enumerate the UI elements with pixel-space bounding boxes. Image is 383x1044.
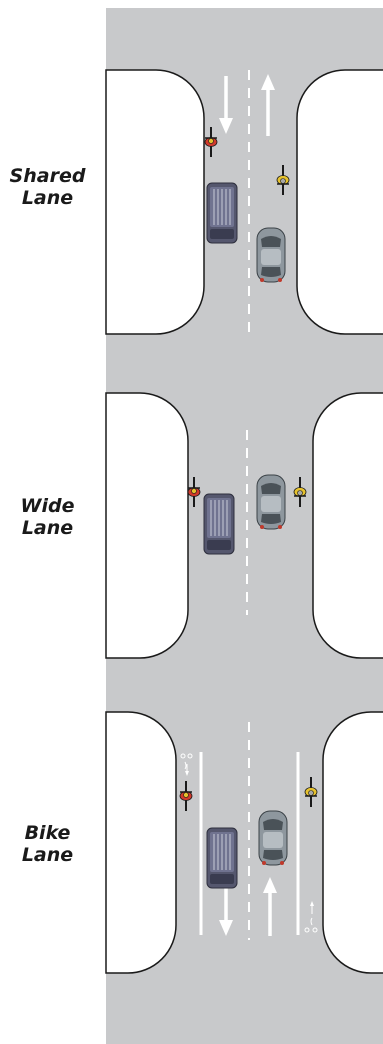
wide-lane-section — [105, 392, 383, 659]
bike-lane-arrow-down — [185, 764, 189, 776]
up-arrow — [261, 74, 275, 136]
bike-lane-arrow-up — [310, 901, 314, 914]
section-label-line1: Bike — [24, 822, 71, 844]
section-label-line2: Lane — [21, 844, 74, 866]
block-right — [322, 711, 383, 974]
section-label-line1: Wide — [20, 495, 75, 517]
truck — [206, 182, 238, 244]
section-label-line2: Lane — [21, 517, 74, 539]
shared-lane-section — [105, 69, 383, 335]
car — [256, 474, 286, 530]
truck — [206, 827, 238, 889]
car — [258, 810, 288, 866]
car — [256, 227, 286, 283]
block-right — [296, 69, 383, 335]
bike-symbol-marking — [180, 753, 193, 770]
block-right — [312, 392, 383, 659]
section-label-shared: Shared Lane — [0, 165, 95, 209]
section-label-line1: Shared — [9, 165, 86, 187]
up-arrow — [263, 877, 277, 936]
bike-lane-section — [105, 711, 383, 974]
bike-symbol-marking — [304, 917, 318, 933]
block-left — [105, 69, 205, 335]
truck — [203, 493, 235, 555]
section-label-bike: Bike Lane — [0, 822, 95, 866]
block-left — [105, 392, 189, 659]
down-arrow — [219, 76, 233, 134]
section-label-line2: Lane — [21, 187, 74, 209]
section-label-wide: Wide Lane — [0, 495, 95, 539]
block-left — [105, 711, 177, 974]
